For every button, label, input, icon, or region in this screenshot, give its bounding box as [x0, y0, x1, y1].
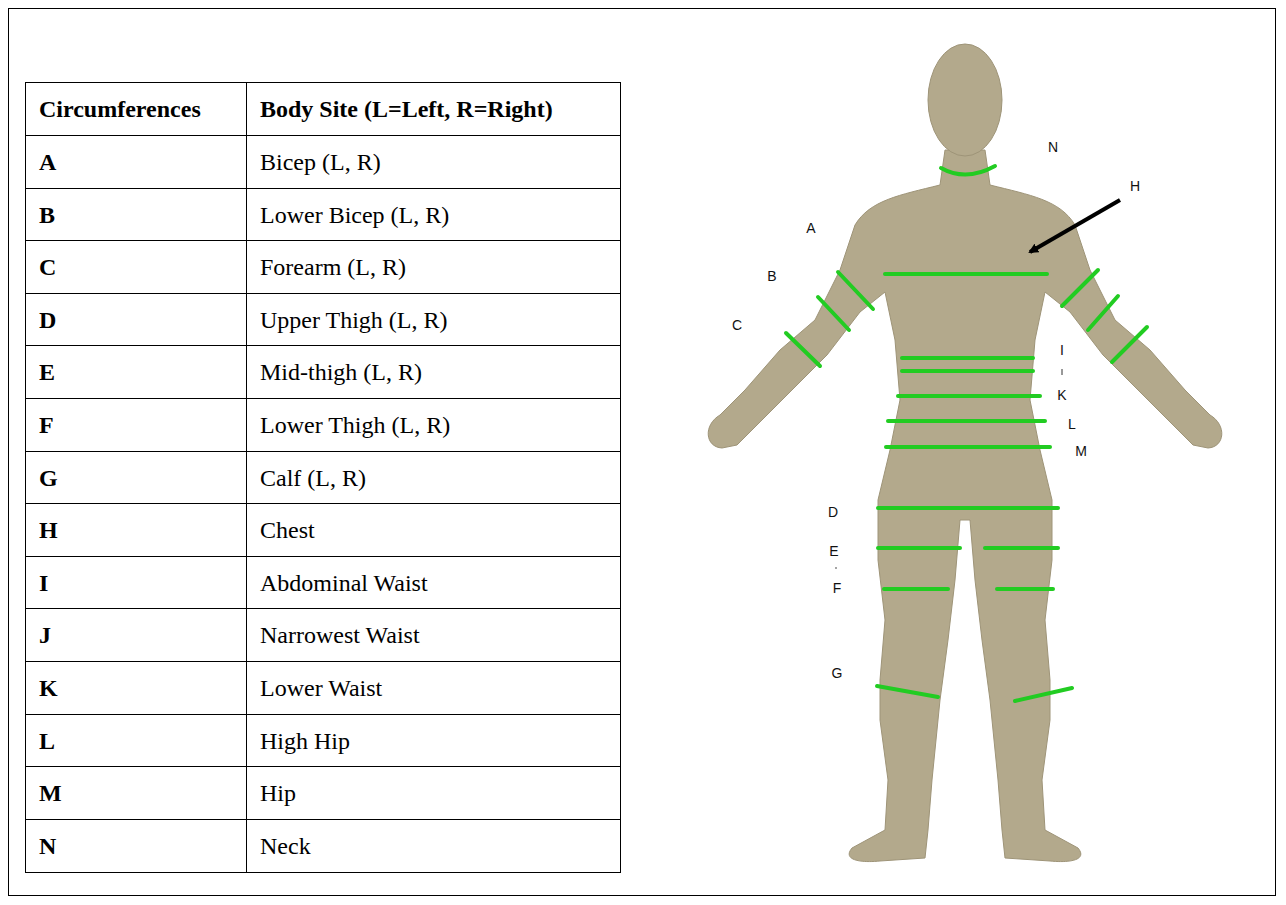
- callout-letter: M: [1075, 443, 1087, 459]
- circumference-letter: G: [39, 465, 58, 492]
- callout-letter: K: [1057, 387, 1066, 403]
- circumference-letter: N: [39, 833, 56, 860]
- circumference-letter: H: [39, 517, 58, 544]
- body-site: Neck: [260, 833, 311, 860]
- circumference-letter: K: [39, 675, 58, 702]
- chest-arrow: [1030, 200, 1120, 252]
- table-cell: Forearm (L, R): [246, 240, 621, 294]
- body-site: Bicep (L, R): [260, 149, 381, 176]
- circumference-letter: B: [39, 202, 55, 229]
- table-cell: E: [25, 345, 247, 399]
- callout-letter: E: [829, 543, 838, 559]
- table-cell: Narrowest Waist: [246, 608, 621, 662]
- callout-letter: L: [1068, 416, 1076, 432]
- head: [928, 44, 1002, 156]
- circumference-letter: D: [39, 307, 56, 334]
- body-site: Abdominal Waist: [260, 570, 428, 597]
- table-cell: Lower Bicep (L, R): [246, 188, 621, 242]
- circumference-letter: F: [39, 412, 54, 439]
- table-cell: D: [25, 293, 247, 347]
- table-cell: Mid-thigh (L, R): [246, 345, 621, 399]
- table-cell: Upper Thigh (L, R): [246, 293, 621, 347]
- body-site: High Hip: [260, 728, 350, 755]
- tick-dot: [835, 567, 837, 569]
- circumference-letter: M: [39, 780, 62, 807]
- table-cell: F: [25, 398, 247, 452]
- column-header: Circumferences: [39, 96, 201, 123]
- table-cell: Calf (L, R): [246, 451, 621, 505]
- callout-letter: C: [732, 317, 742, 333]
- table-cell: Lower Waist: [246, 661, 621, 715]
- circumference-letter: I: [39, 570, 48, 597]
- table-cell: Hip: [246, 766, 621, 820]
- table-cell: High Hip: [246, 714, 621, 768]
- body-site: Upper Thigh (L, R): [260, 307, 448, 334]
- table-cell: L: [25, 714, 247, 768]
- circumference-letter: C: [39, 254, 56, 281]
- table-cell: N: [25, 819, 247, 873]
- callout-letter: B: [767, 268, 776, 284]
- table-cell: I: [25, 556, 247, 610]
- callout-letter: D: [828, 504, 838, 520]
- body-site: Chest: [260, 517, 315, 544]
- callout-letter: H: [1130, 178, 1140, 194]
- body-site: Lower Bicep (L, R): [260, 202, 449, 229]
- circumference-letter: E: [39, 359, 55, 386]
- tick-mark: [1062, 369, 1063, 375]
- table-cell: Neck: [246, 819, 621, 873]
- body-site: Hip: [260, 780, 296, 807]
- measure-lines: [786, 166, 1147, 701]
- body-site: Calf (L, R): [260, 465, 366, 492]
- table-cell: G: [25, 451, 247, 505]
- body-site: Forearm (L, R): [260, 254, 406, 281]
- table-cell: A: [25, 135, 247, 189]
- callout-letter: A: [806, 220, 815, 236]
- body-site: Mid-thigh (L, R): [260, 359, 422, 386]
- table-cell: B: [25, 188, 247, 242]
- table-cell: K: [25, 661, 247, 715]
- table-cell: Bicep (L, R): [246, 135, 621, 189]
- body-site: Lower Thigh (L, R): [260, 412, 450, 439]
- table-header-cell: Body Site (L=Left, R=Right): [246, 82, 621, 136]
- table-cell: Chest: [246, 503, 621, 557]
- callout-letter: N: [1048, 139, 1058, 155]
- callout-letter: I: [1060, 342, 1064, 358]
- circumference-letter: J: [39, 622, 51, 649]
- table-cell: Abdominal Waist: [246, 556, 621, 610]
- table-cell: M: [25, 766, 247, 820]
- body-site: Lower Waist: [260, 675, 382, 702]
- table-cell: C: [25, 240, 247, 294]
- body-silhouette: [708, 150, 1222, 862]
- callout-letter: F: [833, 580, 842, 596]
- circumference-letter: A: [39, 149, 56, 176]
- table-cell: Lower Thigh (L, R): [246, 398, 621, 452]
- table-cell: H: [25, 503, 247, 557]
- column-header: Body Site (L=Left, R=Right): [260, 96, 553, 123]
- callout-letter: G: [832, 665, 843, 681]
- table-header-cell: Circumferences: [25, 82, 247, 136]
- table-cell: J: [25, 608, 247, 662]
- body-site: Narrowest Waist: [260, 622, 420, 649]
- circumference-letter: L: [39, 728, 55, 755]
